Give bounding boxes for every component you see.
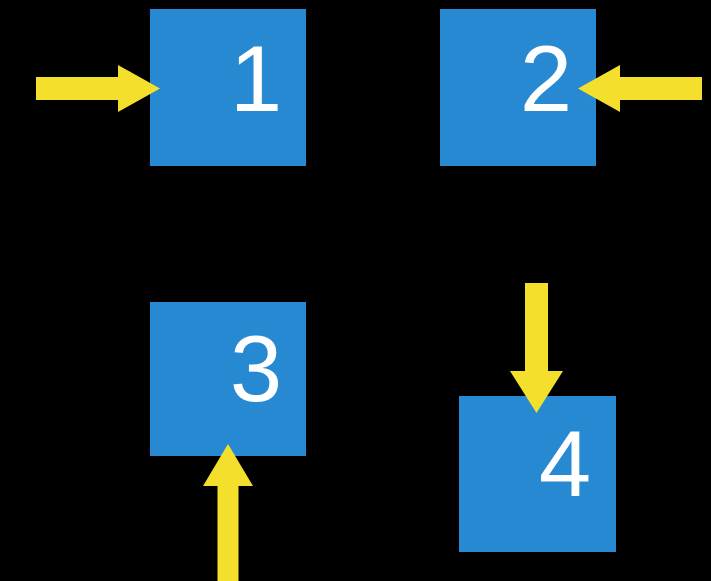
arrow-right-into-node-1 bbox=[36, 65, 160, 112]
diagram-node-4[interactable] bbox=[459, 396, 616, 552]
diagram-node-3-label: 3 bbox=[229, 316, 283, 421]
diagram-node-1-label: 1 bbox=[229, 26, 283, 131]
arrow-down-into-node-4 bbox=[510, 283, 563, 413]
diagram-node-2[interactable] bbox=[440, 9, 596, 166]
diagram-node-3[interactable] bbox=[150, 302, 306, 456]
diagram-node-1[interactable] bbox=[150, 9, 306, 166]
arrow-left-into-node-2 bbox=[578, 65, 702, 112]
diagram-node-2-label: 2 bbox=[519, 26, 573, 131]
arrow-up-into-node-3 bbox=[203, 444, 253, 581]
diagram-node-4-label: 4 bbox=[538, 411, 592, 516]
